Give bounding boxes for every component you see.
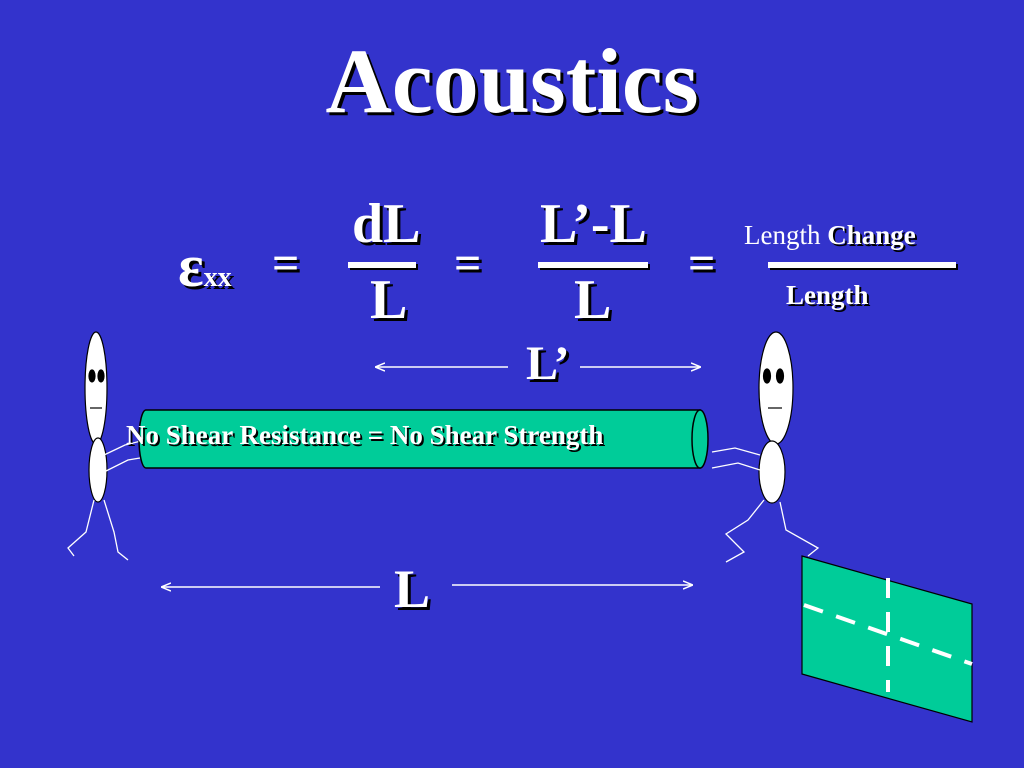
rod-body	[138, 409, 701, 469]
fraction2-denominator: L	[574, 269, 612, 331]
fraction3-bar	[768, 262, 956, 268]
fraction3-numerator: Length Change	[744, 220, 916, 251]
right-stick-figure	[711, 331, 820, 563]
fraction2-bar	[538, 262, 648, 268]
right-figure-head	[758, 331, 794, 445]
bottom-length-label: L	[394, 559, 431, 619]
elastic-rod	[138, 409, 709, 469]
equals-sign-3: =	[688, 237, 716, 290]
right-figure-body	[758, 440, 786, 504]
equals-sign-1: =	[272, 237, 300, 290]
fraction1-bar	[348, 262, 416, 268]
rod-caption: No Shear Resistance = No Shear Strength	[126, 420, 604, 450]
slide-title: Acoustics	[325, 30, 699, 132]
top-length-label: L’	[526, 337, 570, 390]
fraction1-denominator: L	[370, 269, 408, 331]
rod-end-cap	[691, 409, 709, 469]
left-figure-body	[88, 437, 108, 503]
fraction3-numerator-length: Length	[744, 220, 821, 250]
epsilon-subscript: xx	[203, 262, 232, 293]
epsilon-symbol: ε	[178, 233, 204, 299]
fraction3-denominator: Length	[786, 280, 869, 310]
strain-symbol-group: εxx	[178, 232, 232, 301]
fraction3-numerator-change: Change	[827, 220, 916, 250]
left-stick-figure	[67, 331, 147, 561]
equals-sign-2: =	[454, 237, 482, 290]
left-figure-head	[84, 331, 108, 445]
fraction1-numerator: dL	[352, 193, 421, 255]
fraction2-numerator: L’-L	[540, 193, 647, 255]
shear-element-parallelogram	[801, 555, 973, 723]
